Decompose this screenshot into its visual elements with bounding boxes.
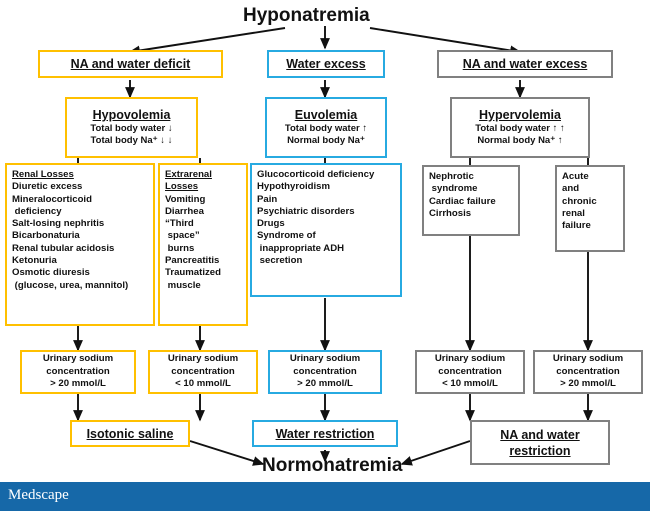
hypervolemia-line-2: Normal body Na⁺ ↑ xyxy=(477,135,563,146)
nephrotic-group-item: Nephrotic xyxy=(429,171,474,182)
renal-failure-item: failure xyxy=(562,220,591,232)
euvolemia-header: Euvolemia xyxy=(294,108,358,122)
renal-losses-item: Osmotic diuresis xyxy=(12,267,90,279)
nephrotic-group-item: Cirrhosis xyxy=(429,207,472,219)
extrarenal-losses-item: burns xyxy=(165,242,195,254)
euvolemic-cause-item: Drugs xyxy=(257,218,285,230)
medscape-logo: Medscape xyxy=(8,487,69,503)
renal-losses-item: Salt-losing nephritis xyxy=(12,218,105,230)
extrarenal-losses-item: Diarrhea xyxy=(165,205,204,217)
urine-line: concentration xyxy=(46,365,110,377)
medscape-footer-bar: Medscape xyxy=(0,482,650,511)
urine-line: Urinary sodium xyxy=(42,353,114,365)
renal-losses-item: deficiency xyxy=(12,205,62,217)
hypovolemia-line-1: Total body water ↓ xyxy=(90,123,173,134)
urine-line: > 20 mmol/L xyxy=(560,378,616,390)
renal-losses-item: Bicarbonaturia xyxy=(12,230,80,242)
renal-losses-item: Renal tubular acidosis xyxy=(12,242,115,254)
urine-sodium-extrarenal[interactable]: Urinary sodium concentration < 10 mmol/L xyxy=(148,350,258,394)
branch-label-na-water-deficit[interactable]: NA and water deficit xyxy=(38,50,223,78)
euvolemic-cause-item: Syndrome of xyxy=(257,230,316,242)
treatment-na-water-restriction[interactable]: NA and water restriction xyxy=(470,420,610,465)
hypervolemia-line-1: Total body water ↑ ↑ xyxy=(475,123,565,134)
hypovolemia-line-2: Total body Na⁺ ↓ ↓ xyxy=(90,135,173,146)
euvolemic-cause-item: Pain xyxy=(257,193,278,205)
urine-sodium-nephrotic[interactable]: Urinary sodium concentration < 10 mmol/L xyxy=(415,350,525,394)
renal-losses-item: Diuretic excess xyxy=(12,181,83,193)
extrarenal-losses-header-2: Losses xyxy=(165,181,199,193)
nephrotic-group-item: syndrome xyxy=(429,183,478,195)
urine-line: Urinary sodium xyxy=(289,353,361,365)
euvolemic-cause-item: Glucocorticoid deficiency xyxy=(257,169,375,180)
urine-line: > 20 mmol/L xyxy=(50,378,106,390)
extrarenal-losses-item: Pancreatitis xyxy=(165,255,220,267)
urine-sodium-euvolemic[interactable]: Urinary sodium concentration > 20 mmol/L xyxy=(268,350,382,394)
extrarenal-losses-item: muscle xyxy=(165,279,201,291)
renal-failure-item: renal xyxy=(562,207,585,219)
na-water-restriction-line-1: NA and water xyxy=(500,427,580,442)
urine-sodium-renal-failure[interactable]: Urinary sodium concentration > 20 mmol/L xyxy=(533,350,643,394)
euvolemia-line-1: Total body water ↑ xyxy=(284,123,368,134)
volume-status-hypovolemia[interactable]: Hypovolemia Total body water ↓ Total bod… xyxy=(65,97,198,158)
renal-losses-header: Renal Losses xyxy=(12,169,74,180)
renal-losses-item: (glucose, urea, mannitol) xyxy=(12,279,129,291)
nephrotic-group-item: Cardiac failure xyxy=(429,195,496,207)
urine-line: Urinary sodium xyxy=(552,353,624,365)
renal-failure-item: Acute xyxy=(562,171,589,182)
volume-status-hypervolemia[interactable]: Hypervolemia Total body water ↑ ↑ Normal… xyxy=(450,97,590,158)
causes-renal-losses[interactable]: Renal Losses Diuretic excess Mineralocor… xyxy=(5,163,155,326)
volume-status-euvolemia[interactable]: Euvolemia Total body water ↑ Normal body… xyxy=(265,97,387,158)
page-title: Hyponatremia xyxy=(243,5,370,26)
outcome-normonatremia: Normonatremia xyxy=(262,455,403,476)
euvolemic-cause-item: secretion xyxy=(257,255,303,267)
urine-line: concentration xyxy=(293,365,357,377)
renal-losses-item: Ketonuria xyxy=(12,255,57,267)
extrarenal-losses-item: Traumatized xyxy=(165,267,221,279)
extrarenal-losses-item: space” xyxy=(165,230,200,242)
urine-sodium-renal[interactable]: Urinary sodium concentration > 20 mmol/L xyxy=(20,350,136,394)
branch-label-na-water-excess[interactable]: NA and water excess xyxy=(437,50,613,78)
urine-line: > 20 mmol/L xyxy=(297,378,353,390)
urine-line: concentration xyxy=(438,365,502,377)
na-water-restriction-line-2: restriction xyxy=(509,443,571,458)
extrarenal-losses-header: Extrarenal xyxy=(165,169,212,180)
causes-nephrotic-group[interactable]: Nephrotic syndrome Cardiac failure Cirrh… xyxy=(422,165,520,236)
euvolemia-line-2: Normal body Na⁺ xyxy=(287,135,365,146)
hypovolemia-header: Hypovolemia xyxy=(92,108,171,122)
treatment-isotonic-saline[interactable]: Isotonic saline xyxy=(70,420,190,447)
causes-extrarenal-losses[interactable]: Extrarenal Losses Vomiting Diarrhea “Thi… xyxy=(158,163,248,326)
extrarenal-losses-item: “Third xyxy=(165,218,194,230)
causes-renal-failure-group[interactable]: Acute and chronic renal failure xyxy=(555,165,625,252)
euvolemic-cause-item: Psychiatric disorders xyxy=(257,205,355,217)
treatment-water-restriction[interactable]: Water restriction xyxy=(252,420,398,447)
urine-line: < 10 mmol/L xyxy=(442,378,498,390)
branch-label-water-excess[interactable]: Water excess xyxy=(267,50,385,78)
renal-losses-item: Mineralocorticoid xyxy=(12,193,92,205)
urine-line: Urinary sodium xyxy=(434,353,506,365)
euvolemic-cause-item: Hypothyroidism xyxy=(257,181,331,193)
extrarenal-losses-item: Vomiting xyxy=(165,193,206,205)
urine-line: < 10 mmol/L xyxy=(175,378,231,390)
hypervolemia-header: Hypervolemia xyxy=(479,108,561,122)
urine-line: Urinary sodium xyxy=(167,353,239,365)
renal-failure-item: and xyxy=(562,183,580,195)
causes-euvolemic[interactable]: Glucocorticoid deficiency Hypothyroidism… xyxy=(250,163,402,297)
urine-line: concentration xyxy=(171,365,235,377)
renal-failure-item: chronic xyxy=(562,195,597,207)
urine-line: concentration xyxy=(556,365,620,377)
euvolemic-cause-item: inappropriate ADH xyxy=(257,242,345,254)
